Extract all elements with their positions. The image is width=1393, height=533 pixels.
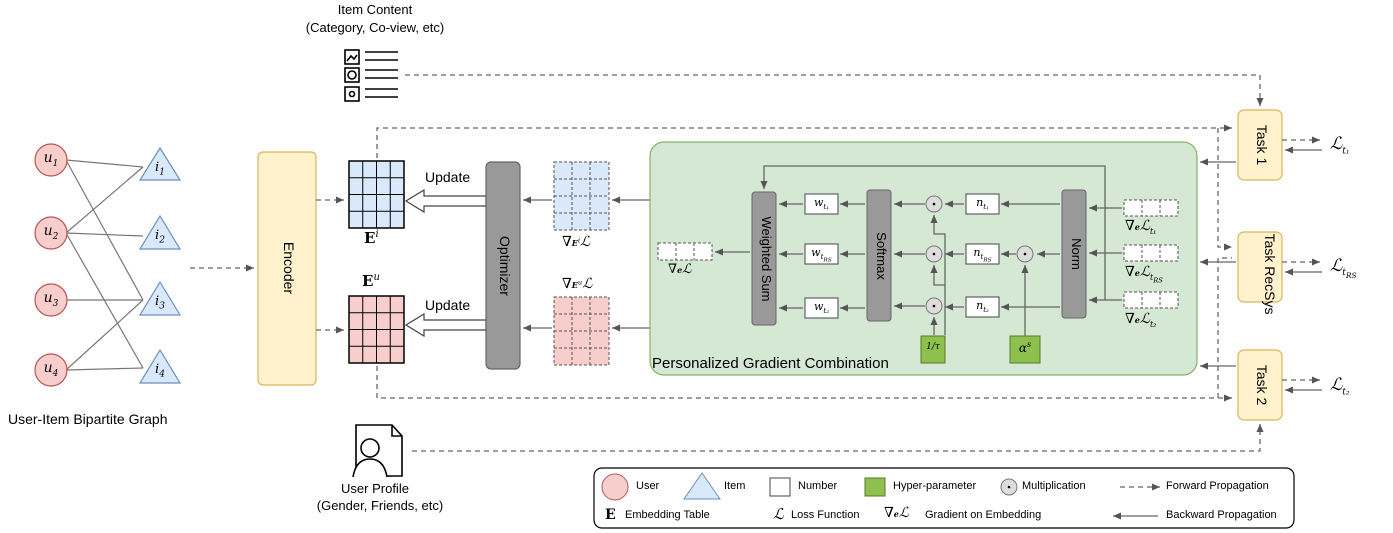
legend-e-symbol: E	[605, 507, 616, 523]
update-label-top: Update	[425, 169, 471, 185]
alpha-label: αs	[1018, 340, 1032, 355]
item-node-2	[138, 214, 182, 250]
n-label-t2: nt₂	[976, 299, 989, 315]
legend-number-label: Number	[798, 480, 838, 492]
item-content-subtitle: (Category, Co-view, etc)	[305, 20, 445, 35]
legend-user-icon	[601, 473, 629, 501]
item-content-icon	[344, 49, 398, 102]
loss-label-t1: ℒt₁	[1330, 134, 1350, 157]
item-content-title: Item Content	[337, 2, 413, 17]
item-node-4	[138, 348, 182, 384]
w-label-t1: wt₁	[813, 196, 830, 212]
user-profile-icon	[352, 424, 403, 478]
legend-hyper-icon	[864, 477, 886, 497]
grad-label-t2: ∇eℒt₂	[1125, 311, 1157, 329]
task2-box	[1237, 349, 1283, 421]
alpha-box	[1009, 335, 1041, 364]
norm-label: Norm	[1069, 238, 1084, 270]
combined-grad-grid	[657, 242, 713, 261]
user-label-2: u2	[43, 223, 59, 242]
legend-embedding-label: Embedding Table	[625, 509, 710, 521]
n-label-t1: nt₁	[976, 196, 989, 212]
weighted-sum-box	[751, 191, 777, 326]
softmax-box	[866, 189, 892, 322]
item-label-4: i4	[155, 362, 165, 380]
legend-grad-symbol: ∇eℒ	[884, 505, 909, 521]
softmax-label: Softmax	[874, 232, 889, 280]
encoder-box	[257, 151, 317, 386]
w-box-trs	[804, 243, 839, 265]
pgc-panel	[649, 141, 1198, 376]
user-node-4	[34, 353, 68, 387]
n-box-t2	[965, 296, 1000, 318]
temperature-box	[920, 335, 946, 364]
weighted-sum-label: Weighted Sum	[759, 216, 774, 302]
graph-caption: User-Item Bipartite Graph	[8, 411, 168, 427]
user-embedding-table	[348, 295, 405, 364]
user-label-3: u3	[43, 290, 59, 309]
n-label-trs: ntRS	[973, 246, 992, 264]
item-table-label: Ei	[364, 229, 379, 247]
optimizer-label: Optimizer	[497, 236, 513, 296]
w-label-t2: wt₂	[813, 300, 830, 316]
user-profile-title: User Profile	[341, 481, 409, 496]
n-box-t1	[965, 193, 1000, 215]
legend-loss-symbol: ℒ	[773, 505, 784, 523]
item-grad-label: ∇Eiℒ	[562, 234, 591, 250]
legend-mult-label: Multiplication	[1022, 480, 1086, 492]
item-nodes	[138, 146, 182, 384]
user-profile-subtitle: (Gender, Friends, etc)	[316, 498, 444, 513]
item-grad-grid	[553, 161, 610, 231]
user-label-4: u4	[43, 360, 59, 379]
user-grad-label: ∇Euℒ	[562, 276, 593, 292]
norm-box	[1061, 189, 1087, 319]
user-node-1	[34, 143, 68, 177]
item-node-1	[138, 146, 182, 181]
n-box-trs	[965, 243, 1000, 265]
temperature-label: 1/τ	[926, 342, 940, 352]
loss-label-trs: ℒtRS	[1330, 256, 1357, 281]
pgc-title: Personalized Gradient Combination	[652, 355, 889, 372]
legend-loss-label: Loss Function	[791, 509, 860, 521]
update-label-bottom: Update	[425, 297, 471, 313]
user-table-label: Eu	[362, 272, 380, 290]
task1-label: Task 1	[1254, 124, 1270, 166]
grad-label-t1: ∇eℒt₁	[1125, 218, 1157, 236]
item-label-1: i1	[155, 160, 165, 178]
task-grad-grids	[1123, 199, 1179, 309]
task-recsys-box	[1237, 231, 1283, 303]
task1-box	[1237, 109, 1283, 181]
item-node-3	[138, 280, 182, 316]
task2-label: Task 2	[1254, 364, 1270, 406]
graph-edges	[65, 159, 144, 371]
w-box-t2	[804, 297, 839, 319]
user-label-1: u1	[43, 150, 59, 169]
w-box-t1	[804, 193, 839, 215]
item-label-3: i3	[155, 294, 165, 312]
optimizer-box	[485, 161, 521, 370]
legend-hyper-label: Hyper-parameter	[893, 480, 977, 492]
item-label-2: i2	[155, 228, 165, 246]
combined-grad-label: ∇eℒ	[668, 262, 692, 277]
user-nodes	[34, 143, 68, 387]
update-arrows	[404, 188, 487, 338]
legend-gradient-label: Gradient on Embedding	[925, 509, 1042, 521]
grad-label-trs: ∇eℒtRS	[1125, 264, 1163, 285]
legend-forward-label: Forward Propagation	[1166, 480, 1269, 492]
legend-item-icon	[683, 472, 721, 500]
legend-number-icon	[769, 477, 791, 497]
task-recsys-label: Task RecSys	[1262, 233, 1278, 315]
legend-backward-label: Backward Propagation	[1166, 509, 1277, 521]
legend-item-label: Item	[724, 480, 746, 492]
w-label-trs: wtRS	[811, 246, 832, 264]
item-embedding-table	[348, 160, 405, 229]
encoder-label: Encoder	[281, 241, 297, 295]
user-grad-grid	[553, 296, 610, 366]
legend-user-label: User	[636, 480, 660, 492]
user-node-2	[34, 216, 68, 250]
user-node-3	[34, 283, 68, 317]
loss-label-t2: ℒt₂	[1330, 375, 1350, 398]
